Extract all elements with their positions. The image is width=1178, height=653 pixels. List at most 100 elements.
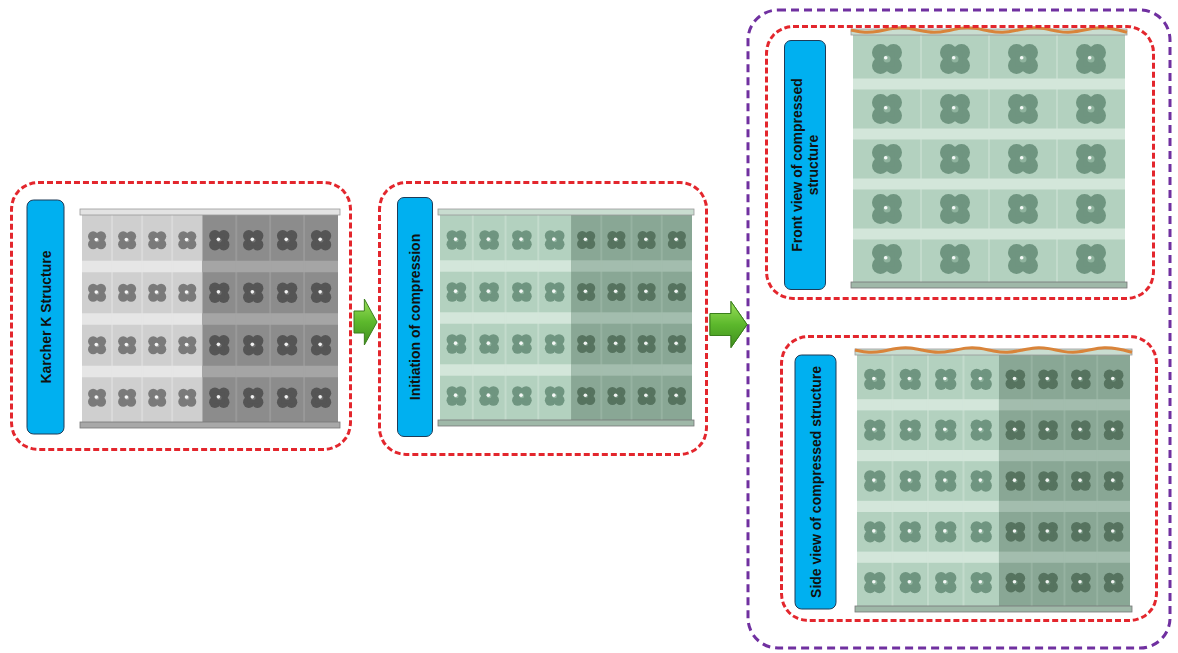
pore-core [869, 526, 880, 537]
pore-center [552, 342, 557, 347]
pore-highlight [217, 290, 221, 294]
pore-center [1088, 156, 1095, 163]
lattice-pore [545, 334, 565, 354]
pore-core [905, 425, 916, 436]
pore-highlight [552, 341, 556, 345]
pore-highlight [943, 427, 947, 431]
pore-center [1079, 377, 1084, 382]
pore-highlight [674, 393, 678, 397]
pore-highlight [943, 478, 947, 482]
flow-arrow [710, 302, 747, 348]
lattice-pore [935, 369, 956, 390]
pore-core [92, 236, 101, 245]
pore-center [872, 377, 877, 382]
pore-center [454, 342, 459, 347]
lattice-pore [1071, 420, 1091, 440]
pore-highlight [978, 580, 982, 584]
lattice-pore [971, 420, 992, 441]
pore-center [884, 56, 891, 63]
lattice-pore [88, 284, 106, 302]
pore-center [185, 396, 189, 400]
pore-core [92, 288, 101, 297]
pore-core [1043, 527, 1053, 537]
bottom-plate [855, 606, 1132, 612]
pore-center [908, 428, 913, 433]
lattice-pore [935, 521, 956, 542]
lattice-pore [900, 572, 921, 593]
lattice-rib [141, 214, 143, 424]
pore-center [943, 428, 948, 433]
pore-highlight [978, 377, 982, 381]
pore-highlight [1111, 529, 1115, 533]
lattice-pore [178, 231, 196, 249]
lattice-pore [178, 284, 196, 302]
lattice-pore [864, 521, 885, 542]
pore-center [884, 256, 891, 263]
lattice-pore [1008, 194, 1038, 224]
pore-core [451, 339, 461, 349]
pore-highlight [1013, 428, 1017, 432]
pore-core [214, 287, 225, 298]
lattice-pore [971, 572, 992, 593]
lattice-pore [479, 230, 499, 250]
stage-title: Front view of compressed structure [789, 49, 821, 281]
pore-center [908, 479, 913, 484]
pore-core [672, 391, 681, 400]
lattice-pore [577, 231, 595, 249]
lattice-pore [1104, 420, 1124, 440]
pore-highlight [519, 393, 523, 397]
pore-center [185, 291, 189, 295]
lattice-pore [864, 470, 885, 491]
pore-highlight [1088, 256, 1092, 260]
pore-core [248, 287, 259, 298]
pore-highlight [1088, 106, 1092, 110]
pore-highlight [674, 289, 678, 293]
pore-highlight [251, 290, 255, 294]
pore-highlight [94, 343, 98, 347]
lattice-pore [577, 283, 595, 301]
pore-core [1043, 425, 1053, 435]
lattice-pore [1008, 144, 1038, 174]
pore-core [1109, 374, 1119, 384]
lattice-pore [178, 336, 196, 354]
pore-center [979, 580, 984, 585]
pore-highlight [1013, 377, 1017, 381]
lattice-pore [1006, 573, 1026, 593]
pore-core [153, 393, 162, 402]
pore-highlight [908, 478, 912, 482]
lattice-pore [88, 336, 106, 354]
pore-highlight [1078, 529, 1082, 533]
pore-core [1076, 374, 1086, 384]
lattice-pore [1006, 370, 1026, 390]
pore-highlight [584, 393, 588, 397]
pore-highlight [884, 256, 888, 260]
bottom-plate [438, 420, 694, 426]
pore-center [952, 106, 959, 113]
pore-highlight [614, 341, 618, 345]
pore-highlight [486, 289, 490, 293]
lattice-pore [1038, 573, 1058, 593]
pore-center [645, 342, 649, 346]
pore-highlight [552, 289, 556, 293]
pore-highlight [454, 393, 458, 397]
pore-center [285, 343, 290, 348]
pore-highlight [908, 529, 912, 533]
pore-center [675, 394, 679, 398]
pore-center [454, 290, 459, 295]
lattice-pore [872, 144, 902, 174]
lattice-pore [900, 470, 921, 491]
pore-highlight [454, 237, 458, 241]
pore-core [153, 236, 162, 245]
lattice-pore [1038, 471, 1058, 491]
pore-center [614, 394, 618, 398]
lattice-pore [1076, 244, 1106, 274]
pore-center [285, 238, 290, 243]
pore-center [1111, 428, 1116, 433]
lattice-pore [311, 388, 331, 408]
pore-highlight [884, 156, 888, 160]
pore-highlight [674, 237, 678, 241]
pore-center [1013, 479, 1018, 484]
pore-core [1010, 527, 1020, 537]
